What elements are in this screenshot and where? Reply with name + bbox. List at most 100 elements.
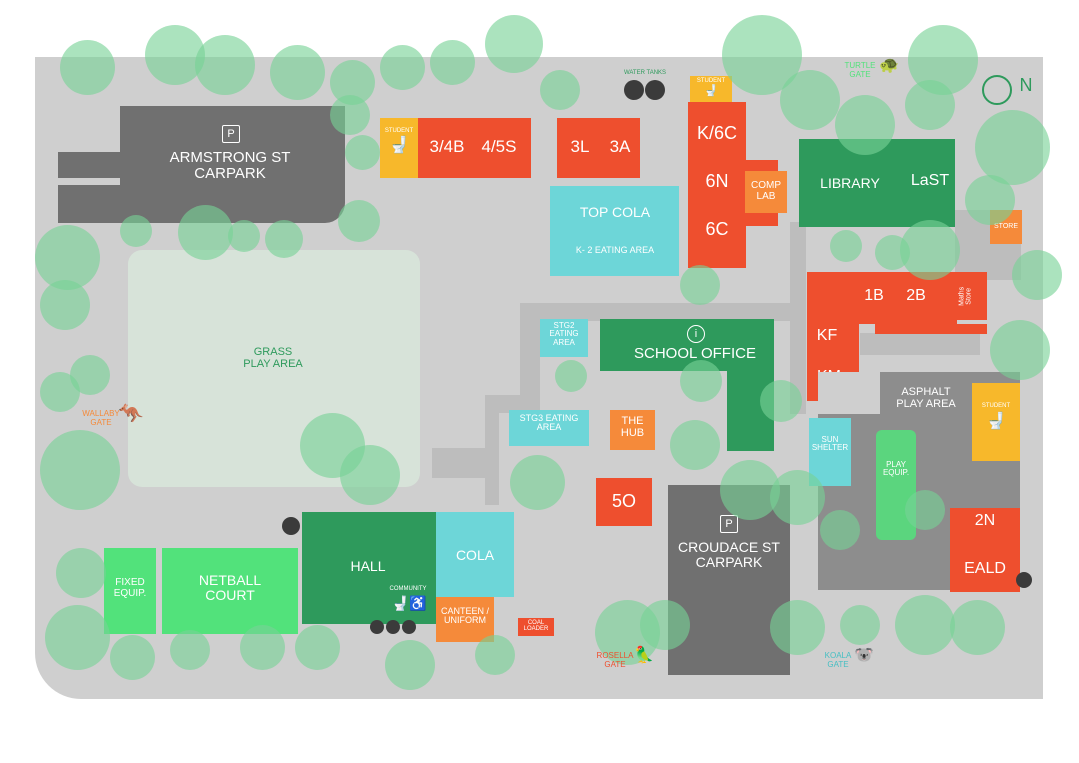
coal-loader-label: COAL LOADER — [523, 620, 549, 633]
tree — [820, 510, 860, 550]
tree — [195, 35, 255, 95]
stg3-eating-area — [509, 410, 589, 446]
tree — [770, 600, 825, 655]
tree — [840, 605, 880, 645]
tree — [680, 360, 722, 402]
tree — [950, 600, 1005, 655]
tree — [35, 225, 100, 290]
info-icon: i — [687, 325, 705, 343]
tree — [640, 600, 690, 650]
the-hub — [610, 410, 655, 450]
tree — [170, 630, 210, 670]
wallaby-gate-label: WALLABY GATE — [82, 409, 120, 427]
tree — [540, 70, 580, 110]
armstrong-carpark-label: ARMSTRONG ST CARPARK — [169, 149, 291, 182]
room-kf: KF — [816, 327, 838, 344]
rosella-icon: 🦜 — [634, 647, 654, 664]
tree — [380, 45, 425, 90]
toilet-icon: 🚽 — [389, 137, 409, 154]
armstrong-carpark-entry — [58, 152, 124, 178]
tree — [770, 470, 825, 525]
room-eald: EALD — [964, 560, 1006, 577]
tree — [555, 360, 587, 392]
parking-icon: P — [720, 515, 738, 533]
croudace-carpark — [668, 485, 790, 675]
fixed-equipment — [104, 548, 156, 634]
tree — [875, 235, 910, 270]
armstrong-carpark-entry — [58, 185, 124, 223]
toilet-icon: 🚽 — [986, 413, 1006, 430]
hall-label: HALL — [350, 558, 386, 574]
koala-icon: 🐨 — [854, 647, 874, 664]
store-label: STORE — [994, 223, 1018, 230]
tree — [240, 625, 285, 670]
room-6n: 6N — [705, 171, 729, 191]
tree — [145, 25, 205, 85]
building-2n-eald — [950, 508, 1020, 592]
canteen-label: CANTEEN / UNIFORM — [440, 606, 489, 626]
building-3l-3a — [557, 118, 640, 178]
asphalt-play-area-label: ASPHALT PLAY AREA — [896, 386, 956, 410]
room-2b: 2B — [906, 287, 926, 304]
play-equip-label: PLAY EQUIP. — [882, 460, 910, 478]
coal-loader — [518, 618, 554, 636]
koala-gate-label: KOALA GATE — [824, 651, 852, 669]
bin — [402, 620, 416, 634]
tree — [830, 230, 862, 262]
bin — [370, 620, 384, 634]
comp-lab-label: COMP LAB — [751, 180, 781, 202]
maths-store — [957, 272, 987, 320]
tree — [975, 110, 1050, 185]
stg2-eating-label: STG2 EATING AREA — [549, 321, 579, 347]
tree — [965, 175, 1015, 225]
tree — [905, 80, 955, 130]
room-5o: 5O — [611, 491, 636, 511]
tree — [120, 215, 152, 247]
tree — [265, 220, 303, 258]
room-3l: 3L — [570, 137, 590, 156]
parking-icon: P — [222, 125, 240, 143]
room-6c: 6C — [705, 219, 729, 239]
path — [432, 448, 498, 478]
path — [520, 303, 540, 423]
community-label: COMMUNITY — [389, 586, 427, 592]
tree — [295, 625, 340, 670]
bin — [386, 620, 400, 634]
building-k6c — [688, 102, 746, 268]
tree — [56, 548, 106, 598]
tree — [900, 220, 960, 280]
fixed-equip-label: FIXED EQUIP. — [113, 577, 147, 599]
bin — [1016, 572, 1032, 588]
tree — [895, 595, 955, 655]
asphalt-cut — [818, 372, 880, 414]
north-compass-icon — [982, 75, 1012, 105]
top-cola-label: TOP COLA — [579, 204, 651, 220]
library — [799, 139, 955, 227]
stg3-eating-label: STG3 EATING AREA — [519, 413, 579, 433]
turtle-icon: 🐢 — [879, 57, 899, 74]
tree — [780, 70, 840, 130]
tree — [338, 200, 380, 242]
cola — [436, 512, 514, 597]
rosella-gate-label: ROSELLA GATE — [596, 651, 634, 669]
tree — [680, 265, 720, 305]
library-label: LIBRARY — [820, 175, 880, 191]
bin — [282, 517, 300, 535]
tree — [670, 420, 720, 470]
tree — [475, 635, 515, 675]
room-4-5s: 4/5S — [481, 137, 517, 156]
path — [860, 333, 980, 355]
k2-eating-label: K- 2 EATING AREA — [575, 245, 655, 255]
tree — [340, 445, 400, 505]
room-k6c: K/6C — [696, 123, 738, 143]
turtle-gate-label: TURTLE GATE — [844, 61, 876, 79]
room-3a: 3A — [609, 137, 631, 156]
sun-shelter-label: SUN SHELTER — [811, 435, 849, 453]
stg2-eating-area — [540, 319, 588, 357]
north-label: N — [1019, 75, 1033, 95]
canteen-uniform — [436, 597, 494, 642]
building-3-4b-4-5s — [418, 118, 531, 178]
tree — [178, 205, 233, 260]
wallaby-icon: 🦘 — [118, 403, 144, 425]
tree — [330, 95, 370, 135]
